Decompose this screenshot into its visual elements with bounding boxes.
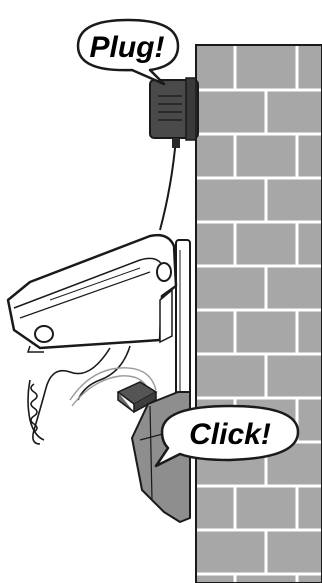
plug-callout-text: Plug! (90, 31, 165, 64)
power-cord (160, 138, 176, 230)
plug-callout: Plug! (78, 20, 178, 84)
click-callout-text: Click! (189, 418, 271, 451)
ac-adapter (150, 78, 198, 148)
phone-base (8, 235, 176, 352)
brick-wall (196, 45, 322, 583)
